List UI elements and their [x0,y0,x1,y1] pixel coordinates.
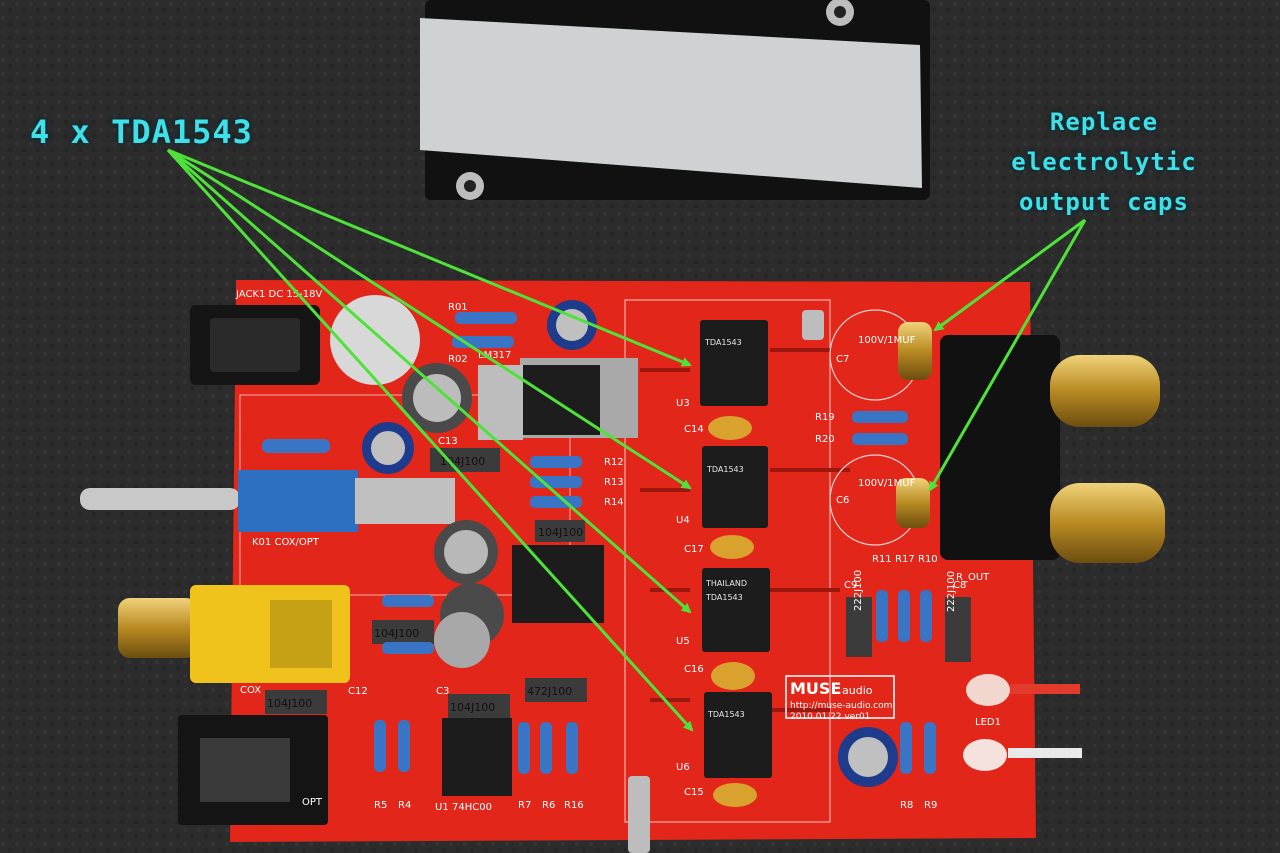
arrow-to-u4 [167,148,692,490]
chip-u5-origin: THAILAND [705,579,747,588]
dac-chip-u5: THAILAND TDA1543 U5 [676,568,770,652]
logic-chip-u1: U1 74HC00 [435,718,512,813]
output-capacitors: 100V/1MUF 100V/1MUF [829,309,932,546]
silk-r16: R16 [564,800,584,811]
silk-c8: C8 [953,580,966,591]
board-version: 2010.01.22 ver01 [790,712,870,722]
silk-r10: R10 [918,554,938,565]
brand-url: http://muse-audio.com [790,701,892,711]
silk-c15: C15 [684,787,704,798]
cap-value-222-right: 222J100 [946,571,957,612]
silk-c3: C3 [436,686,449,697]
arrow-to-u6 [166,148,694,732]
silk-r4: R4 [398,800,411,811]
voltage-regulator [478,358,638,440]
silk-r-out: R_OUT [956,572,990,583]
arrow-to-u3 [167,148,692,367]
silk-opt: OPT [302,797,323,808]
cap-value-5: 104J100 [450,701,495,714]
top-panel [420,0,930,200]
chip-u1-type: 74HC00 [452,802,492,813]
arrow-to-c7 [933,218,1086,332]
input-switch [80,470,455,532]
dc-jack [190,305,320,385]
cap-value-6: 472J100 [527,685,572,698]
film-capacitors [708,416,757,807]
silk-lm317: LM317 [478,350,511,361]
leds [963,674,1082,771]
chip-u5-mark: TDA1543 [705,593,743,602]
electrolytic-capacitors [330,295,898,787]
silk-jack1: JACK1 DC 15-18V [235,289,322,300]
silk-c17: C17 [684,544,704,555]
silk-r11: R11 [872,554,892,565]
silk-k01: K01 COX/OPT [252,537,320,548]
silk-r19: R19 [815,412,835,423]
output-cap-value-bottom: 100V/1MUF [858,478,916,489]
silk-r5: R5 [374,800,387,811]
cap-value-4: 104J100 [267,697,312,710]
cap-value-3: 104J100 [374,627,419,640]
silk-r02: R02 [448,354,468,365]
silk-r12: R12 [604,457,624,468]
silk-c16: C16 [684,664,704,675]
chip-u6-mark: TDA1543 [707,710,745,719]
brand-name: MUSE [790,679,841,698]
chip-u4-ref: U4 [676,515,690,526]
silk-led1: LED1 [975,717,1001,728]
chip-u4-mark: TDA1543 [706,465,744,474]
arrow-to-u5 [167,148,692,614]
silk-r6: R6 [542,800,555,811]
silk-r8: R8 [900,800,913,811]
silk-r01: R01 [448,302,468,313]
coax-input-jack [118,585,350,683]
receiver-chip [512,545,604,623]
chip-u3-mark: TDA1543 [704,338,742,347]
chip-u3-ref: U3 [676,398,690,409]
output-cap-value-top: 100V/1MUF [858,335,916,346]
dac-chip-u6: TDA1543 U6 [676,692,772,778]
output-caps-annotation-line-2: electrolytic [1011,148,1197,176]
dac-chip-u3: TDA1543 U3 [676,320,768,409]
standoffs [628,310,824,853]
chip-u5-ref: U5 [676,636,690,647]
output-caps-annotation-line-3: output caps [1019,188,1189,216]
chip-u6-ref: U6 [676,762,690,773]
output-rca-jacks [940,335,1165,563]
tda1543-annotation: 4 x TDA1543 [30,113,253,151]
silk-r13: R13 [604,477,624,488]
muse-logo: MUSE audio http://muse-audio.com 2010.01… [785,675,895,722]
silkscreen-labels: JACK1 DC 15-18V LM317 K01 COX/OPT COX OP… [235,289,1001,811]
annotation-arrows [166,148,1087,732]
silk-c13: C13 [438,436,458,447]
silk-r14: R14 [604,497,624,508]
dac-chip-u4: TDA1543 U4 [676,446,768,528]
silk-cox: COX [240,685,261,696]
silk-r20: R20 [815,434,835,445]
silk-c12: C12 [348,686,368,697]
silk-c14: C14 [684,424,704,435]
cap-value-222-left: 222J100 [853,570,864,611]
silk-c6: C6 [836,495,849,506]
box-capacitors: 104J100 104J100 104J100 104J100 104J100 … [265,448,971,718]
output-caps-annotation: Replace electrolytic output caps [968,102,1240,222]
output-caps-annotation-line-1: Replace [1049,108,1159,136]
resistors [262,312,936,774]
chip-u1-ref: U1 [435,802,449,813]
brand-suffix: audio [842,684,873,697]
silk-r17: R17 [895,554,915,565]
arrow-to-c6 [928,219,1087,492]
optical-input-jack [178,715,328,825]
cap-value-2: 104J100 [538,526,583,539]
silk-c9: C9 [844,580,857,591]
silk-r9: R9 [924,800,937,811]
silk-c7: C7 [836,354,849,365]
silk-r7: R7 [518,800,531,811]
